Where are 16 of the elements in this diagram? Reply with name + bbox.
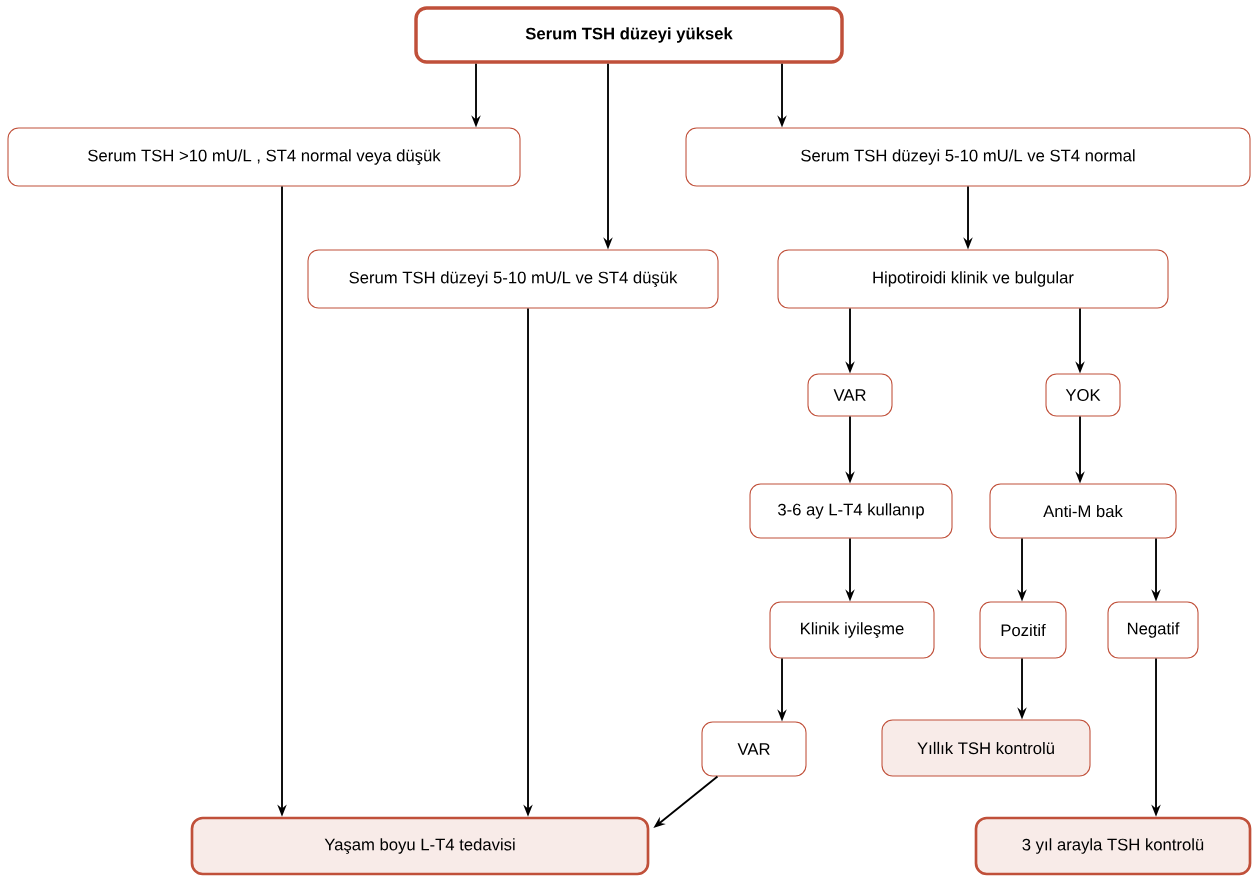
process-box: Yıllık TSH kontrolü — [881, 719, 1091, 777]
process-box: VAR — [807, 373, 893, 417]
process-box: YOK — [1045, 373, 1121, 417]
process-box: Klinik iyileşme — [769, 601, 935, 659]
process-box: Serum TSH düzeyi yüksek — [414, 6, 844, 64]
process-box: Negatif — [1107, 601, 1199, 659]
process-box: Yaşam boyu L-T4 tedavisi — [190, 816, 650, 876]
process-box: Anti-M bak — [989, 483, 1177, 539]
process-box: 3-6 ay L-T4 kullanıp — [749, 483, 953, 539]
process-box: Hipotiroidi klinik ve bulgular — [777, 249, 1169, 309]
process-box: VAR — [701, 721, 807, 777]
process-box: Pozitif — [979, 601, 1067, 659]
process-box: Serum TSH düzeyi 5-10 mU/L ve ST4 normal — [685, 127, 1251, 187]
process-box: Serum TSH >10 mU/L , ST4 normal veya düşük — [7, 127, 521, 187]
process-box: 3 yıl arayla TSH kontrolü — [974, 816, 1252, 876]
process-box: Serum TSH düzeyi 5-10 mU/L ve ST4 düşük — [307, 249, 719, 309]
